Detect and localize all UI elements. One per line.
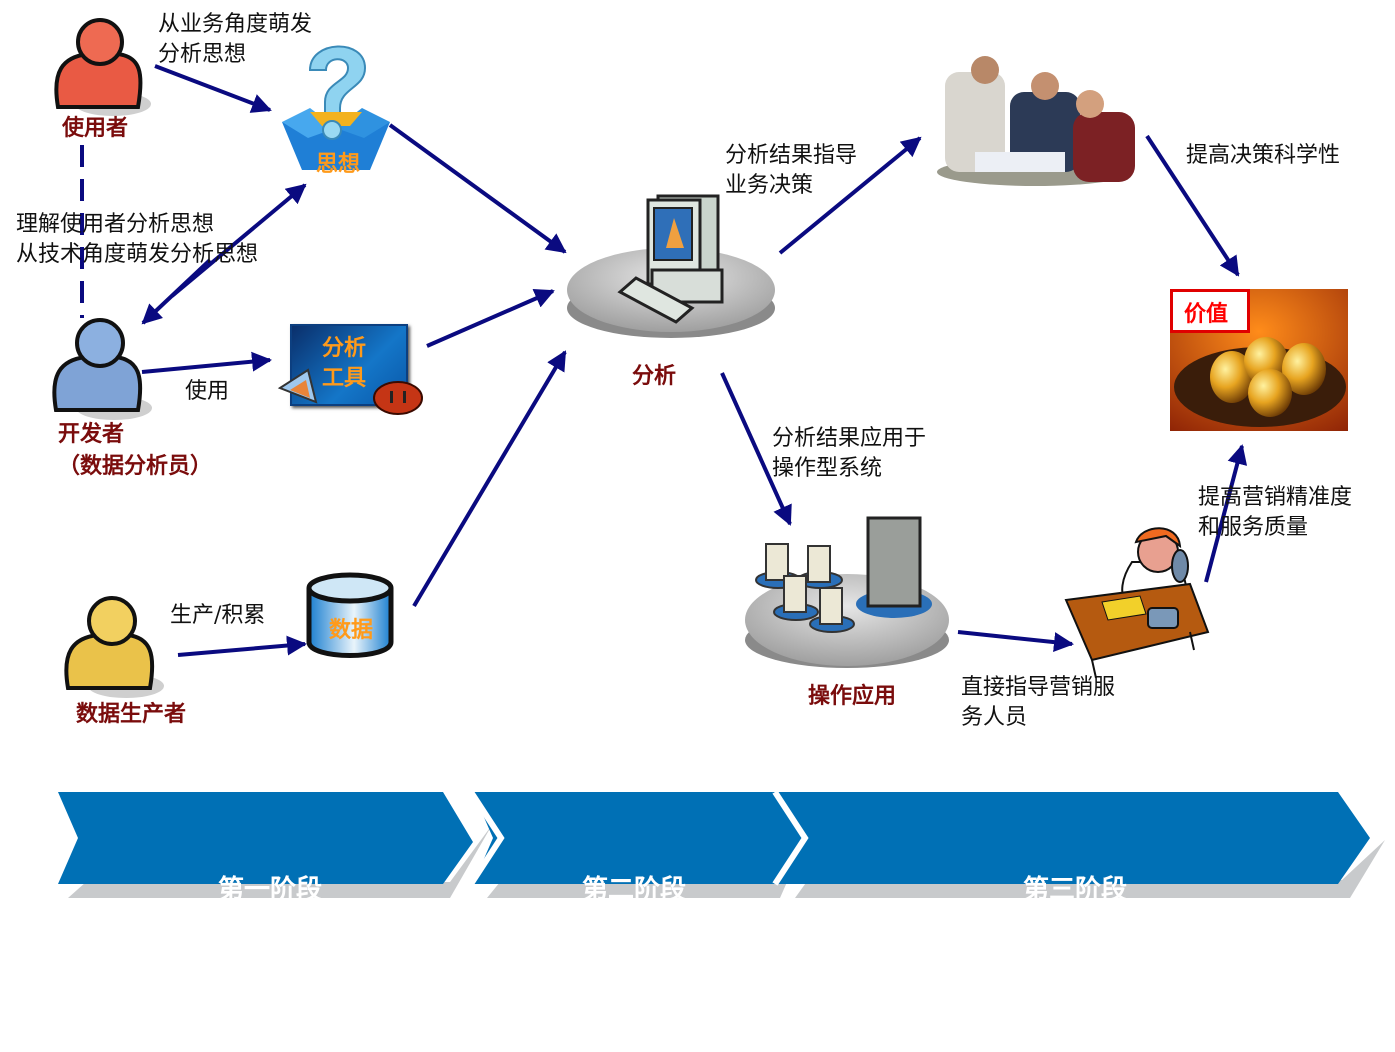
user-red-icon — [54, 18, 151, 116]
arrow-analysis-to-operation — [720, 372, 792, 526]
actor-developer-label: 开发者 （数据分析员） — [58, 421, 213, 479]
user-yellow-icon — [64, 596, 164, 698]
socket-icon — [373, 381, 423, 415]
user-blue-icon — [52, 318, 152, 420]
arrow-idea-to-analysis — [388, 123, 567, 254]
note-apply-operation: 分析结果应用于 操作型系统 — [772, 426, 927, 481]
question-box-icon — [282, 45, 390, 170]
arrow-service-to-value — [1204, 444, 1248, 583]
idea-node-label: 思想 — [316, 152, 361, 177]
note-use: 使用 — [185, 379, 230, 404]
service-staff-icon — [1064, 527, 1210, 679]
phase-3-chevron[interactable] — [772, 792, 1370, 884]
note-user-to-idea: 从业务角度萌发 分析思想 — [158, 12, 313, 67]
analysis-node-label: 分析 — [632, 363, 677, 389]
note-improve-marketing: 提高营销精准度 和服务质量 — [1198, 485, 1353, 540]
arrows-layer — [80, 64, 1248, 657]
phase-2-title: 第二阶段 — [581, 875, 686, 905]
actor-user-label: 使用者 — [62, 115, 129, 141]
data-node-label: 数据 — [329, 618, 374, 643]
phase-3-subtitle: 价值创造的实现 — [983, 983, 1166, 1013]
arrow-decision-to-value — [1145, 134, 1240, 277]
actor-producer-label: 数据生产者 — [76, 701, 187, 727]
phase-bar — [58, 790, 1385, 898]
phase-2-subtitle: 价值创造的产生 — [542, 983, 725, 1013]
analysis-node: 分析 — [566, 190, 776, 390]
idea-node: 思想 — [280, 30, 392, 180]
note-guide-staff: 直接指导营销服 务人员 — [961, 675, 1116, 730]
value-node: 价值 — [1170, 289, 1348, 431]
tool-node-label: 分析 工具 — [322, 336, 367, 391]
arrow-producer-to-data — [177, 635, 307, 657]
arrow-analysis-to-decision — [778, 136, 922, 255]
phase-2-label: 第二阶段 价值创造的产生 — [484, 800, 784, 1052]
note-produce: 生产/积累 — [170, 603, 266, 628]
business-meeting-icon — [937, 56, 1135, 186]
operation-node-label: 操作应用 — [808, 683, 897, 709]
phase-3-label: 第三阶段 价值创造的实现 — [925, 800, 1225, 1052]
phase-1-subtitle: 价值创造的准备 — [178, 983, 361, 1013]
note-improve-decision: 提高决策科学性 — [1186, 143, 1341, 168]
phase-1-label: 第一阶段 价值创造的准备 — [120, 800, 420, 1052]
data-node: 数据 — [305, 572, 395, 660]
arrow-operation-to-service — [957, 630, 1074, 653]
phase-2-chevron[interactable] — [473, 792, 802, 884]
phase-1-title: 第一阶段 — [217, 875, 322, 905]
servers-icon — [745, 516, 949, 668]
arrow-idea-to-developer — [141, 258, 212, 325]
value-label-box — [1170, 289, 1250, 333]
note-guide-decision: 分析结果指导 业务决策 — [725, 143, 858, 198]
arrow-data-to-analysis — [412, 350, 567, 608]
operation-node: 操作应用 — [744, 512, 954, 712]
value-node-label: 价值 — [1184, 302, 1229, 327]
tool-node: 分析 工具 — [272, 322, 427, 417]
arrow-user-to-idea — [154, 64, 272, 113]
arrow-developer-to-tool — [141, 351, 272, 374]
computer-icon — [567, 194, 775, 338]
database-icon — [306, 572, 394, 658]
plug-icon — [277, 368, 318, 404]
arrow-tool-to-analysis — [426, 289, 555, 348]
phase-1-chevron[interactable] — [58, 792, 473, 884]
phase-3-title: 第三阶段 — [1022, 875, 1127, 905]
note-developer-idea: 理解使用者分析思想 从技术角度萌发分析思想 — [16, 212, 259, 267]
